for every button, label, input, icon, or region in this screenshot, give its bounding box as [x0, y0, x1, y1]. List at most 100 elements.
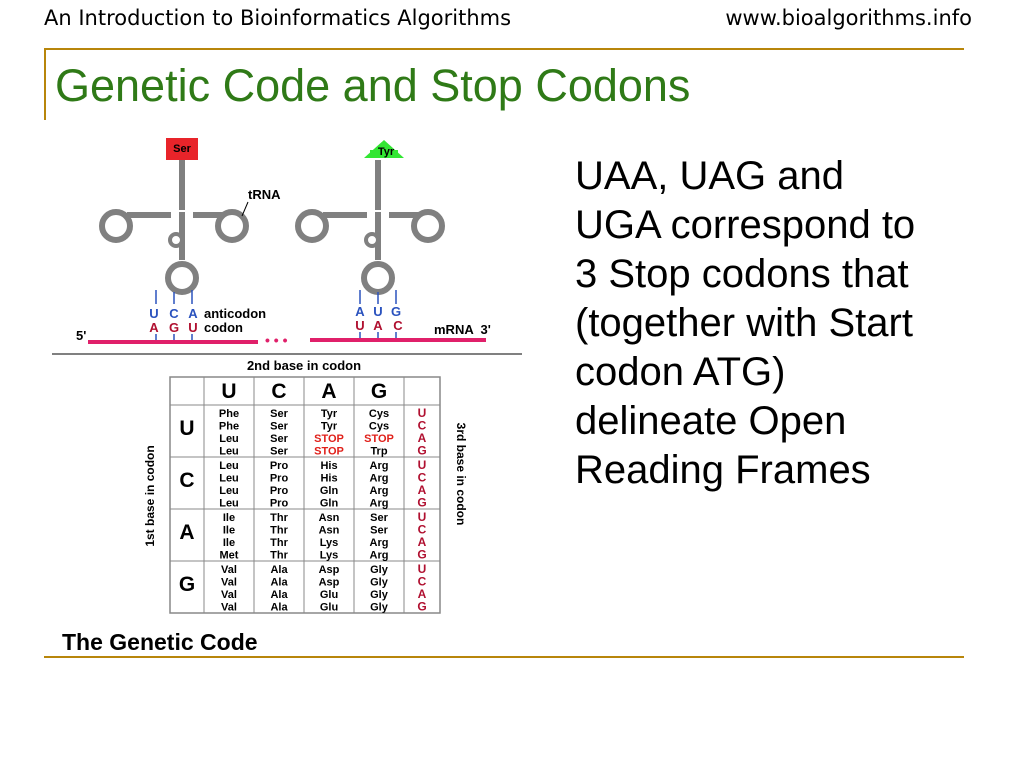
- amino-acid-cell: Leu: [219, 473, 239, 485]
- slide-title: Genetic Code and Stop Codons: [55, 60, 691, 111]
- third-base-label: 3rd base in codon: [454, 423, 468, 526]
- amino-acid-cell: Glu: [320, 589, 338, 601]
- third-base-letter: U: [418, 510, 427, 524]
- amino-acid-cell: Ser: [270, 446, 288, 458]
- amino-acid-cell: Leu: [219, 460, 239, 472]
- ser-amino-label: Ser: [173, 143, 191, 155]
- header-website: www.bioalgorithms.info: [725, 6, 972, 30]
- left-anticodon-1: U: [149, 306, 158, 321]
- amino-acid-cell: Cys: [369, 421, 389, 433]
- amino-acid-cell: Asp: [319, 564, 340, 576]
- amino-acid-cell: Phe: [219, 421, 239, 433]
- genetic-code-diagram: Ser tRNA U C A A G U: [52, 138, 522, 655]
- amino-acid-cell: Trp: [370, 446, 387, 458]
- amino-acid-cell: His: [320, 473, 337, 485]
- amino-acid-cell: Tyr: [321, 421, 338, 433]
- amino-acid-cell: STOP: [364, 433, 394, 445]
- left-codon-3: U: [188, 320, 197, 335]
- left-codon-1: A: [149, 320, 159, 335]
- amino-acid-cell: Pro: [270, 498, 289, 510]
- figure-caption: The Genetic Code: [62, 629, 258, 655]
- third-base-letter: G: [417, 548, 426, 562]
- second-base-header: G: [371, 380, 387, 403]
- amino-acid-cell: Arg: [370, 473, 389, 485]
- first-base-header: U: [179, 417, 194, 440]
- amino-acid-cell: Ser: [270, 408, 288, 420]
- anticodon-label: anticodon: [204, 306, 266, 321]
- amino-acid-cell: Val: [221, 589, 237, 601]
- body-line-7: Reading Frames: [575, 448, 871, 492]
- third-base-letter: A: [418, 535, 427, 549]
- amino-acid-cell: Thr: [270, 550, 288, 562]
- right-anticodon-3: G: [391, 304, 401, 319]
- body-line-4: (together with Start: [575, 301, 913, 345]
- amino-acid-cell: Ala: [270, 564, 288, 576]
- amino-acid-cell: Gln: [320, 485, 339, 497]
- amino-acid-cell: Leu: [219, 433, 239, 445]
- amino-acid-cell: Ala: [270, 589, 288, 601]
- second-base-header: U: [221, 380, 236, 403]
- amino-acid-cell: Asp: [319, 577, 340, 589]
- trna-right: Tyr A U G U A C: [295, 140, 445, 340]
- amino-acid-cell: Lys: [320, 550, 339, 562]
- third-base-letter: C: [418, 523, 427, 537]
- third-base-letter: C: [418, 471, 427, 485]
- body-line-3: 3 Stop codons that: [575, 252, 909, 296]
- amino-acid-cell: Asn: [319, 512, 340, 524]
- amino-acid-cell: Glu: [320, 602, 338, 614]
- amino-acid-cell: Pro: [270, 485, 289, 497]
- left-anticodon-3: A: [188, 306, 198, 321]
- mrna-ellipsis: • • •: [265, 332, 288, 348]
- third-base-letter: G: [417, 444, 426, 458]
- amino-acid-cell: Ser: [370, 525, 388, 537]
- trna-left-body: [99, 160, 249, 295]
- amino-acid-cell: Arg: [370, 460, 389, 472]
- amino-acid-cell: Val: [221, 602, 237, 614]
- genetic-code-figure: Ser tRNA U C A A G U: [52, 128, 524, 660]
- amino-acid-cell: Val: [221, 577, 237, 589]
- amino-acid-cell: Asn: [319, 525, 340, 537]
- second-base-header: A: [321, 380, 336, 403]
- body-line-2: UGA correspond to: [575, 203, 916, 247]
- third-base-letter: U: [418, 562, 427, 576]
- amino-acid-cell: Leu: [219, 446, 239, 458]
- trna-right-body: [295, 160, 445, 295]
- mrna-strand-left: [88, 340, 258, 344]
- amino-acid-cell: Gly: [370, 577, 389, 589]
- amino-acid-cell: STOP: [314, 433, 344, 445]
- amino-acid-cell: Pro: [270, 460, 289, 472]
- right-codon-3: C: [393, 318, 403, 333]
- third-base-letter: C: [418, 419, 427, 433]
- amino-acid-cell: Arg: [370, 498, 389, 510]
- amino-acid-cell: Arg: [370, 537, 389, 549]
- amino-acid-cell: Leu: [219, 498, 239, 510]
- five-prime-label: 5': [76, 328, 86, 343]
- first-base-header: A: [179, 521, 194, 544]
- trna-label: tRNA: [248, 187, 281, 202]
- codon-table-border: [169, 376, 441, 614]
- tyr-amino-label: Tyr: [378, 146, 395, 158]
- amino-acid-cell: Gly: [370, 564, 389, 576]
- body-line-6: delineate Open: [575, 399, 847, 443]
- third-base-letter: A: [418, 587, 427, 601]
- side-rule: [44, 50, 46, 120]
- codon-label: codon: [204, 320, 243, 335]
- amino-acid-cell: Ala: [270, 577, 288, 589]
- amino-acid-cell: Gly: [370, 589, 389, 601]
- bottom-rule: [44, 656, 964, 658]
- amino-acid-cell: Thr: [270, 525, 288, 537]
- third-base-letter: C: [418, 575, 427, 589]
- amino-acid-cell: Pro: [270, 473, 289, 485]
- first-base-header: G: [179, 573, 195, 596]
- amino-acid-cell: Ile: [223, 537, 235, 549]
- right-anticodon-2: U: [373, 304, 382, 319]
- amino-acid-cell: Ala: [270, 602, 288, 614]
- third-base-letter: A: [418, 483, 427, 497]
- amino-acid-cell: Phe: [219, 408, 239, 420]
- amino-acid-cell: Lys: [320, 537, 339, 549]
- amino-acid-cell: Tyr: [321, 408, 338, 420]
- amino-acid-cell: Ile: [223, 525, 235, 537]
- slide-body: UAA, UAG and UGA correspond to 3 Stop co…: [575, 152, 975, 495]
- right-anticodon-1: A: [355, 304, 365, 319]
